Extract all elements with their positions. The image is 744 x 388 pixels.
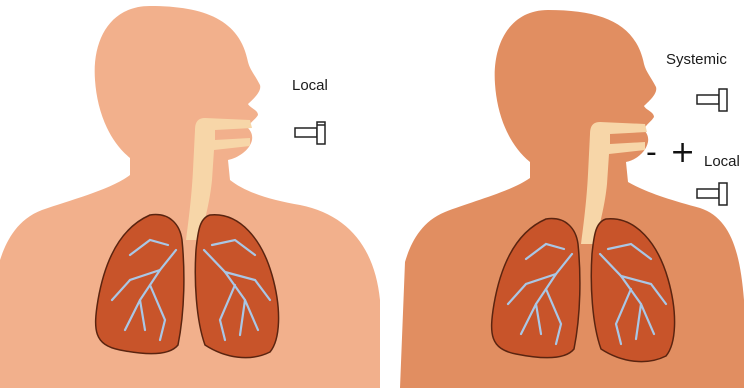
right-systemic-label: Systemic bbox=[666, 51, 727, 68]
inhaler-icon bbox=[697, 89, 727, 111]
left-figure bbox=[0, 6, 380, 388]
left-body bbox=[0, 6, 380, 388]
plus-sign: + bbox=[670, 138, 695, 168]
right-local-label: Local bbox=[704, 153, 740, 170]
minus-sign: - bbox=[646, 138, 657, 168]
left-local-label: Local bbox=[292, 77, 328, 94]
inhaler-icon bbox=[697, 183, 727, 205]
inhaler-icon bbox=[295, 122, 325, 144]
